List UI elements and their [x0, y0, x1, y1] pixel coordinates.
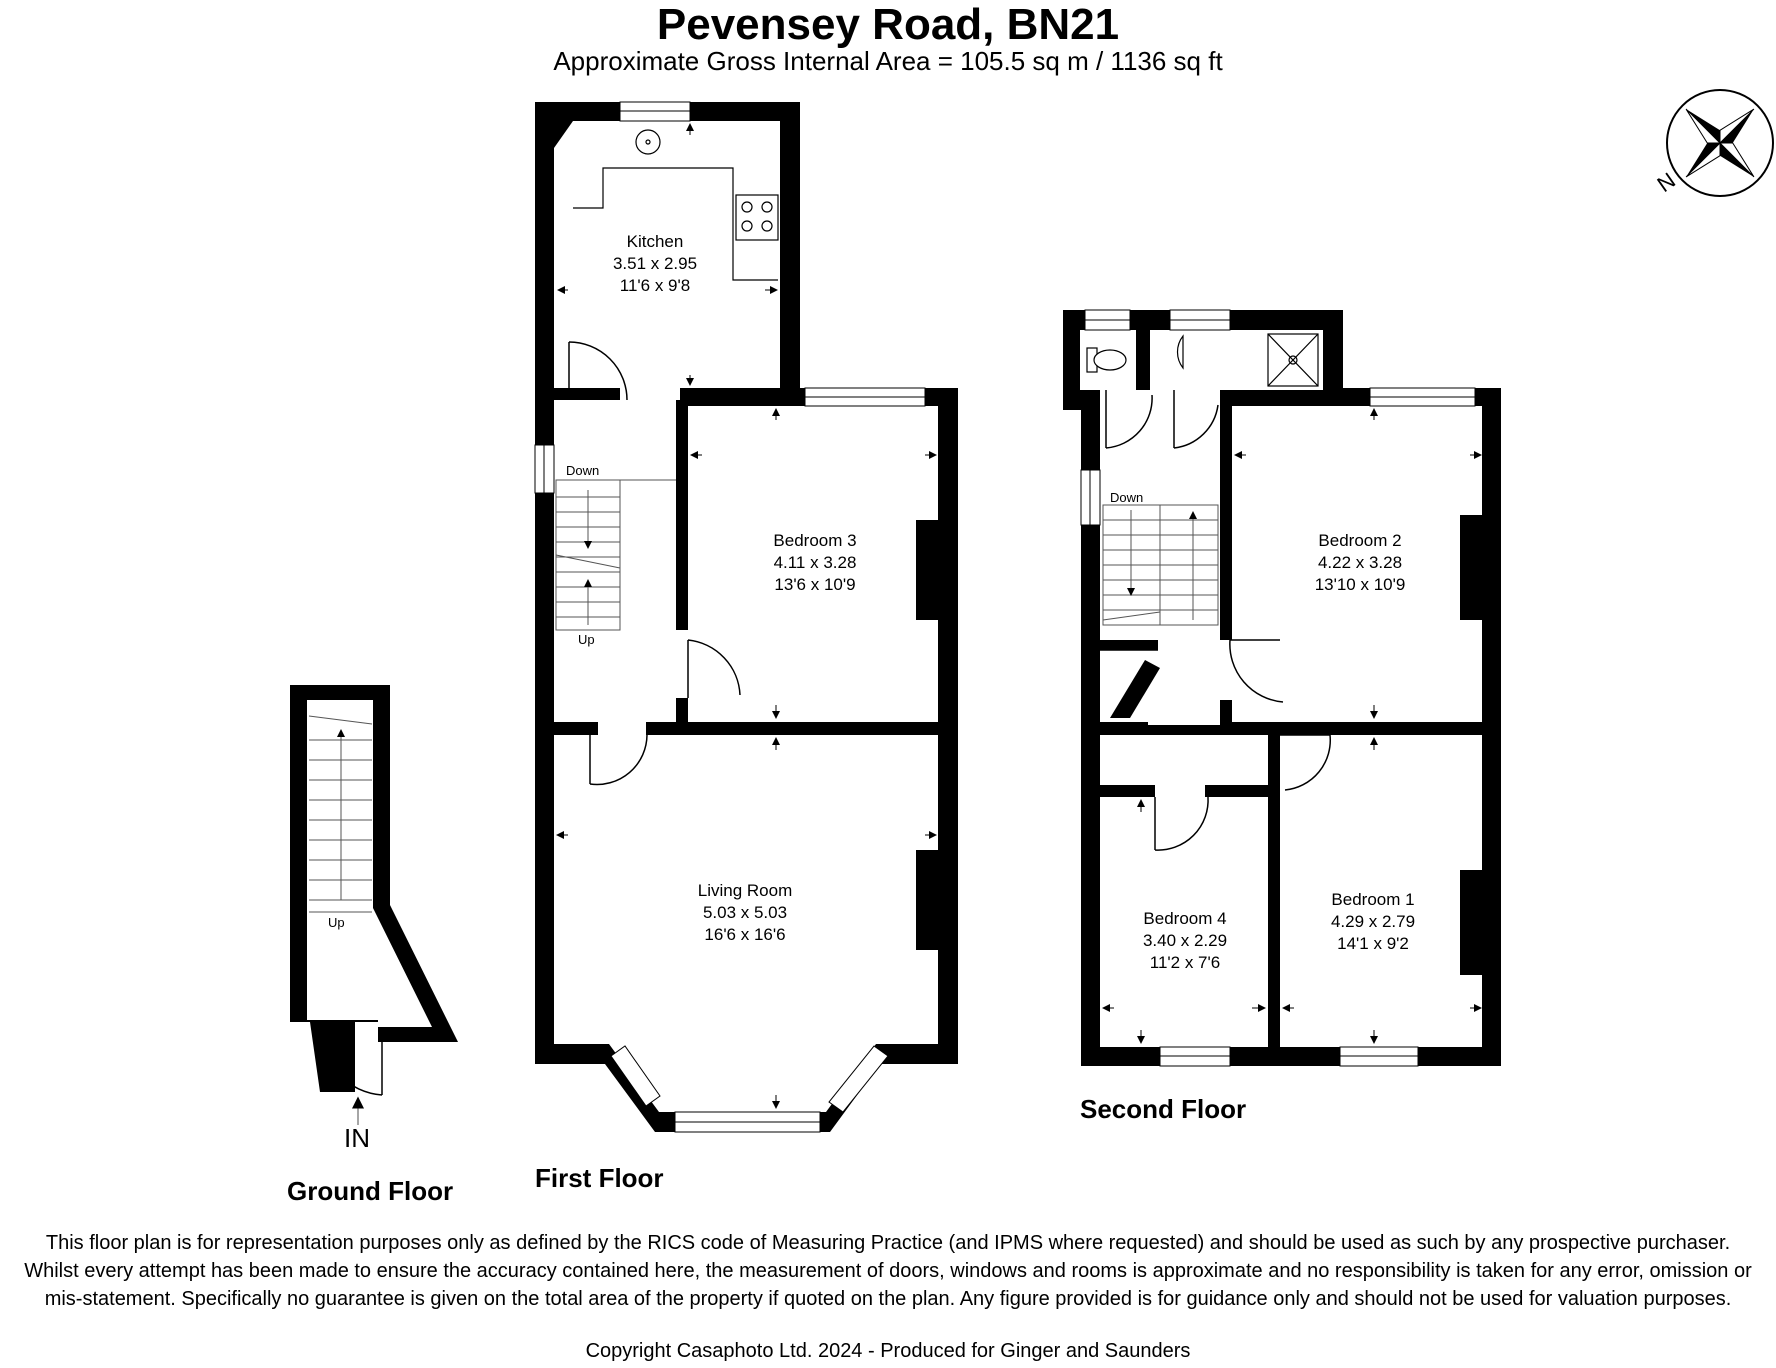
first-floor-stairs [555, 479, 676, 631]
first-floor-dimension-arrows [556, 123, 937, 1109]
bedroom-2-metric: 4.22 x 3.28 [1317, 553, 1403, 572]
entry-door [319, 1027, 383, 1096]
first-floor-plan [534, 101, 958, 1133]
kitchen-floor [554, 121, 780, 388]
kitchen-label: Kitchen 3.51 x 2.95 11'6 x 9'8 [595, 231, 715, 297]
ground-floor-label: Ground Floor [287, 1176, 454, 1206]
first-floor-stairs-up-label: Up [578, 632, 595, 647]
bedroom-4-floor [1100, 797, 1268, 1047]
bedroom-2-floor [1232, 406, 1482, 722]
second-floor-label: Second Floor [1080, 1094, 1247, 1124]
copyright-text: Copyright Casaphoto Ltd. 2024 - Produced… [585, 1340, 1191, 1362]
bedroom-3-imperial: 13'6 x 10'9 [774, 575, 856, 594]
kitchen-imperial: 11'6 x 9'8 [619, 276, 691, 295]
plan-subtitle: Approximate Gross Internal Area = 105.5 … [553, 46, 1223, 76]
bedroom-4-label: Bedroom 4 3.40 x 2.29 11'2 x 7'6 [1115, 908, 1255, 974]
first-floor-stairs-down-label: Down [566, 463, 600, 478]
bedroom-1-name: Bedroom 1 [1331, 890, 1415, 909]
second-floor-stairs [1102, 504, 1219, 626]
bedroom-3-metric: 4.11 x 3.28 [773, 553, 857, 572]
living-room-metric: 5.03 x 5.03 [702, 903, 788, 922]
ground-floor-stairs [308, 715, 373, 913]
kitchen-metric: 3.51 x 2.95 [612, 254, 698, 273]
bedroom-4-name: Bedroom 4 [1143, 909, 1227, 928]
disclaimer-text: This floor plan is for representation pu… [24, 1232, 1752, 1310]
bedroom-4-imperial: 11'2 x 7'6 [1149, 953, 1221, 972]
plan-title: Pevensey Road, BN21 [656, 0, 1120, 49]
bedroom-3-floor [688, 406, 938, 722]
living-room-floor [554, 735, 938, 1112]
living-room-name: Living Room [697, 881, 793, 900]
bedroom-4-metric: 3.40 x 2.29 [1142, 931, 1228, 950]
living-room-label: Living Room 5.03 x 5.03 16'6 x 16'6 [675, 880, 815, 946]
living-room-imperial: 16'6 x 16'6 [704, 925, 786, 944]
bedroom-3-name: Bedroom 3 [773, 531, 857, 550]
ground-floor-stairs-up-label: Up [328, 915, 345, 930]
second-floor-plan [1063, 309, 1501, 1067]
kitchen-name: Kitchen [626, 232, 684, 251]
bedroom-3-label: Bedroom 3 4.11 x 3.28 13'6 x 10'9 [745, 530, 885, 596]
second-floor-sanitary [1086, 333, 1319, 387]
second-floor-doors [1100, 390, 1332, 851]
second-floor-stairs-down-label: Down [1110, 490, 1144, 505]
hob [735, 194, 779, 241]
bedroom-1-label: Bedroom 1 4.29 x 2.79 14'1 x 9'2 [1303, 889, 1443, 955]
bedroom-2-label: Bedroom 2 4.22 x 3.28 13'10 x 10'9 [1290, 530, 1430, 596]
bedroom-1-floor [1280, 735, 1482, 1047]
bedroom-2-imperial: 13'10 x 10'9 [1314, 575, 1406, 594]
ground-floor-plan [290, 685, 458, 1125]
entry-label: IN [344, 1123, 370, 1153]
second-floor-dimension-arrows [1102, 408, 1482, 1044]
kitchen-sink [635, 129, 661, 155]
bedroom-1-imperial: 14'1 x 9'2 [1337, 934, 1409, 953]
compass-rose-icon: N [1653, 89, 1774, 197]
first-floor-doors [568, 341, 741, 786]
bedroom-2-name: Bedroom 2 [1318, 531, 1402, 550]
first-floor-label: First Floor [535, 1163, 664, 1193]
bedroom-1-metric: 4.29 x 2.79 [1330, 912, 1416, 931]
